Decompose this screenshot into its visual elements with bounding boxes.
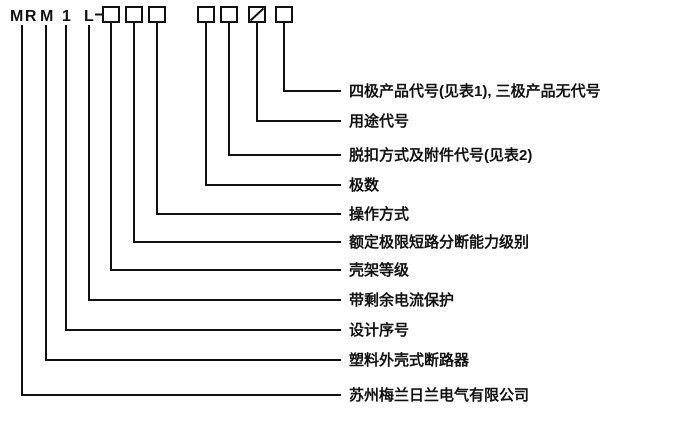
- connector-design-serial: [65, 25, 341, 331]
- label-mccb: 塑料外壳式断路器: [349, 351, 470, 369]
- breaking-capacity-box: [125, 6, 143, 23]
- connector-usage-code: [256, 22, 341, 122]
- frame-level-box: [102, 6, 120, 23]
- connector-breaking-capacity: [133, 22, 341, 243]
- label-trip-mode: 脱扣方式及附件代号(见表2): [349, 146, 532, 164]
- connector-mccb: [45, 25, 341, 361]
- label-residual-current: 带剩余电流保护: [349, 291, 454, 309]
- connector-company: [21, 25, 341, 396]
- label-company: 苏州梅兰日兰电气有限公司: [349, 386, 529, 404]
- label-pole-number: 极数: [349, 176, 380, 194]
- model-prefix-l: L: [84, 8, 95, 25]
- four-pole-code-box: [275, 6, 293, 23]
- model-prefix-mr: MR: [10, 8, 38, 25]
- connector-residual-current: [88, 25, 341, 301]
- label-breaking-capacity: 额定极限短路分断能力级别: [349, 233, 529, 251]
- connector-pole-number: [205, 22, 341, 186]
- label-frame-level: 壳架等级: [348, 261, 410, 279]
- connector-operation-mode: [156, 22, 341, 215]
- label-operation-mode: 操作方式: [349, 205, 409, 223]
- trip-mode-box: [220, 6, 238, 23]
- model-prefix-1: 1: [62, 8, 72, 25]
- label-usage-code: 用途代号: [349, 112, 409, 130]
- pole-number-box: [197, 6, 215, 23]
- connector-four-pole-code: [283, 22, 341, 92]
- connector-frame-level: [110, 22, 341, 271]
- label-design-serial: 设计序号: [349, 321, 409, 339]
- model-prefix-m: M: [40, 8, 55, 25]
- connector-trip-mode: [228, 22, 341, 156]
- slash-mark-icon: [249, 7, 265, 22]
- label-four-pole-code: 四极产品代号(见表1), 三极产品无代号: [349, 82, 601, 100]
- operation-mode-box: [148, 6, 166, 23]
